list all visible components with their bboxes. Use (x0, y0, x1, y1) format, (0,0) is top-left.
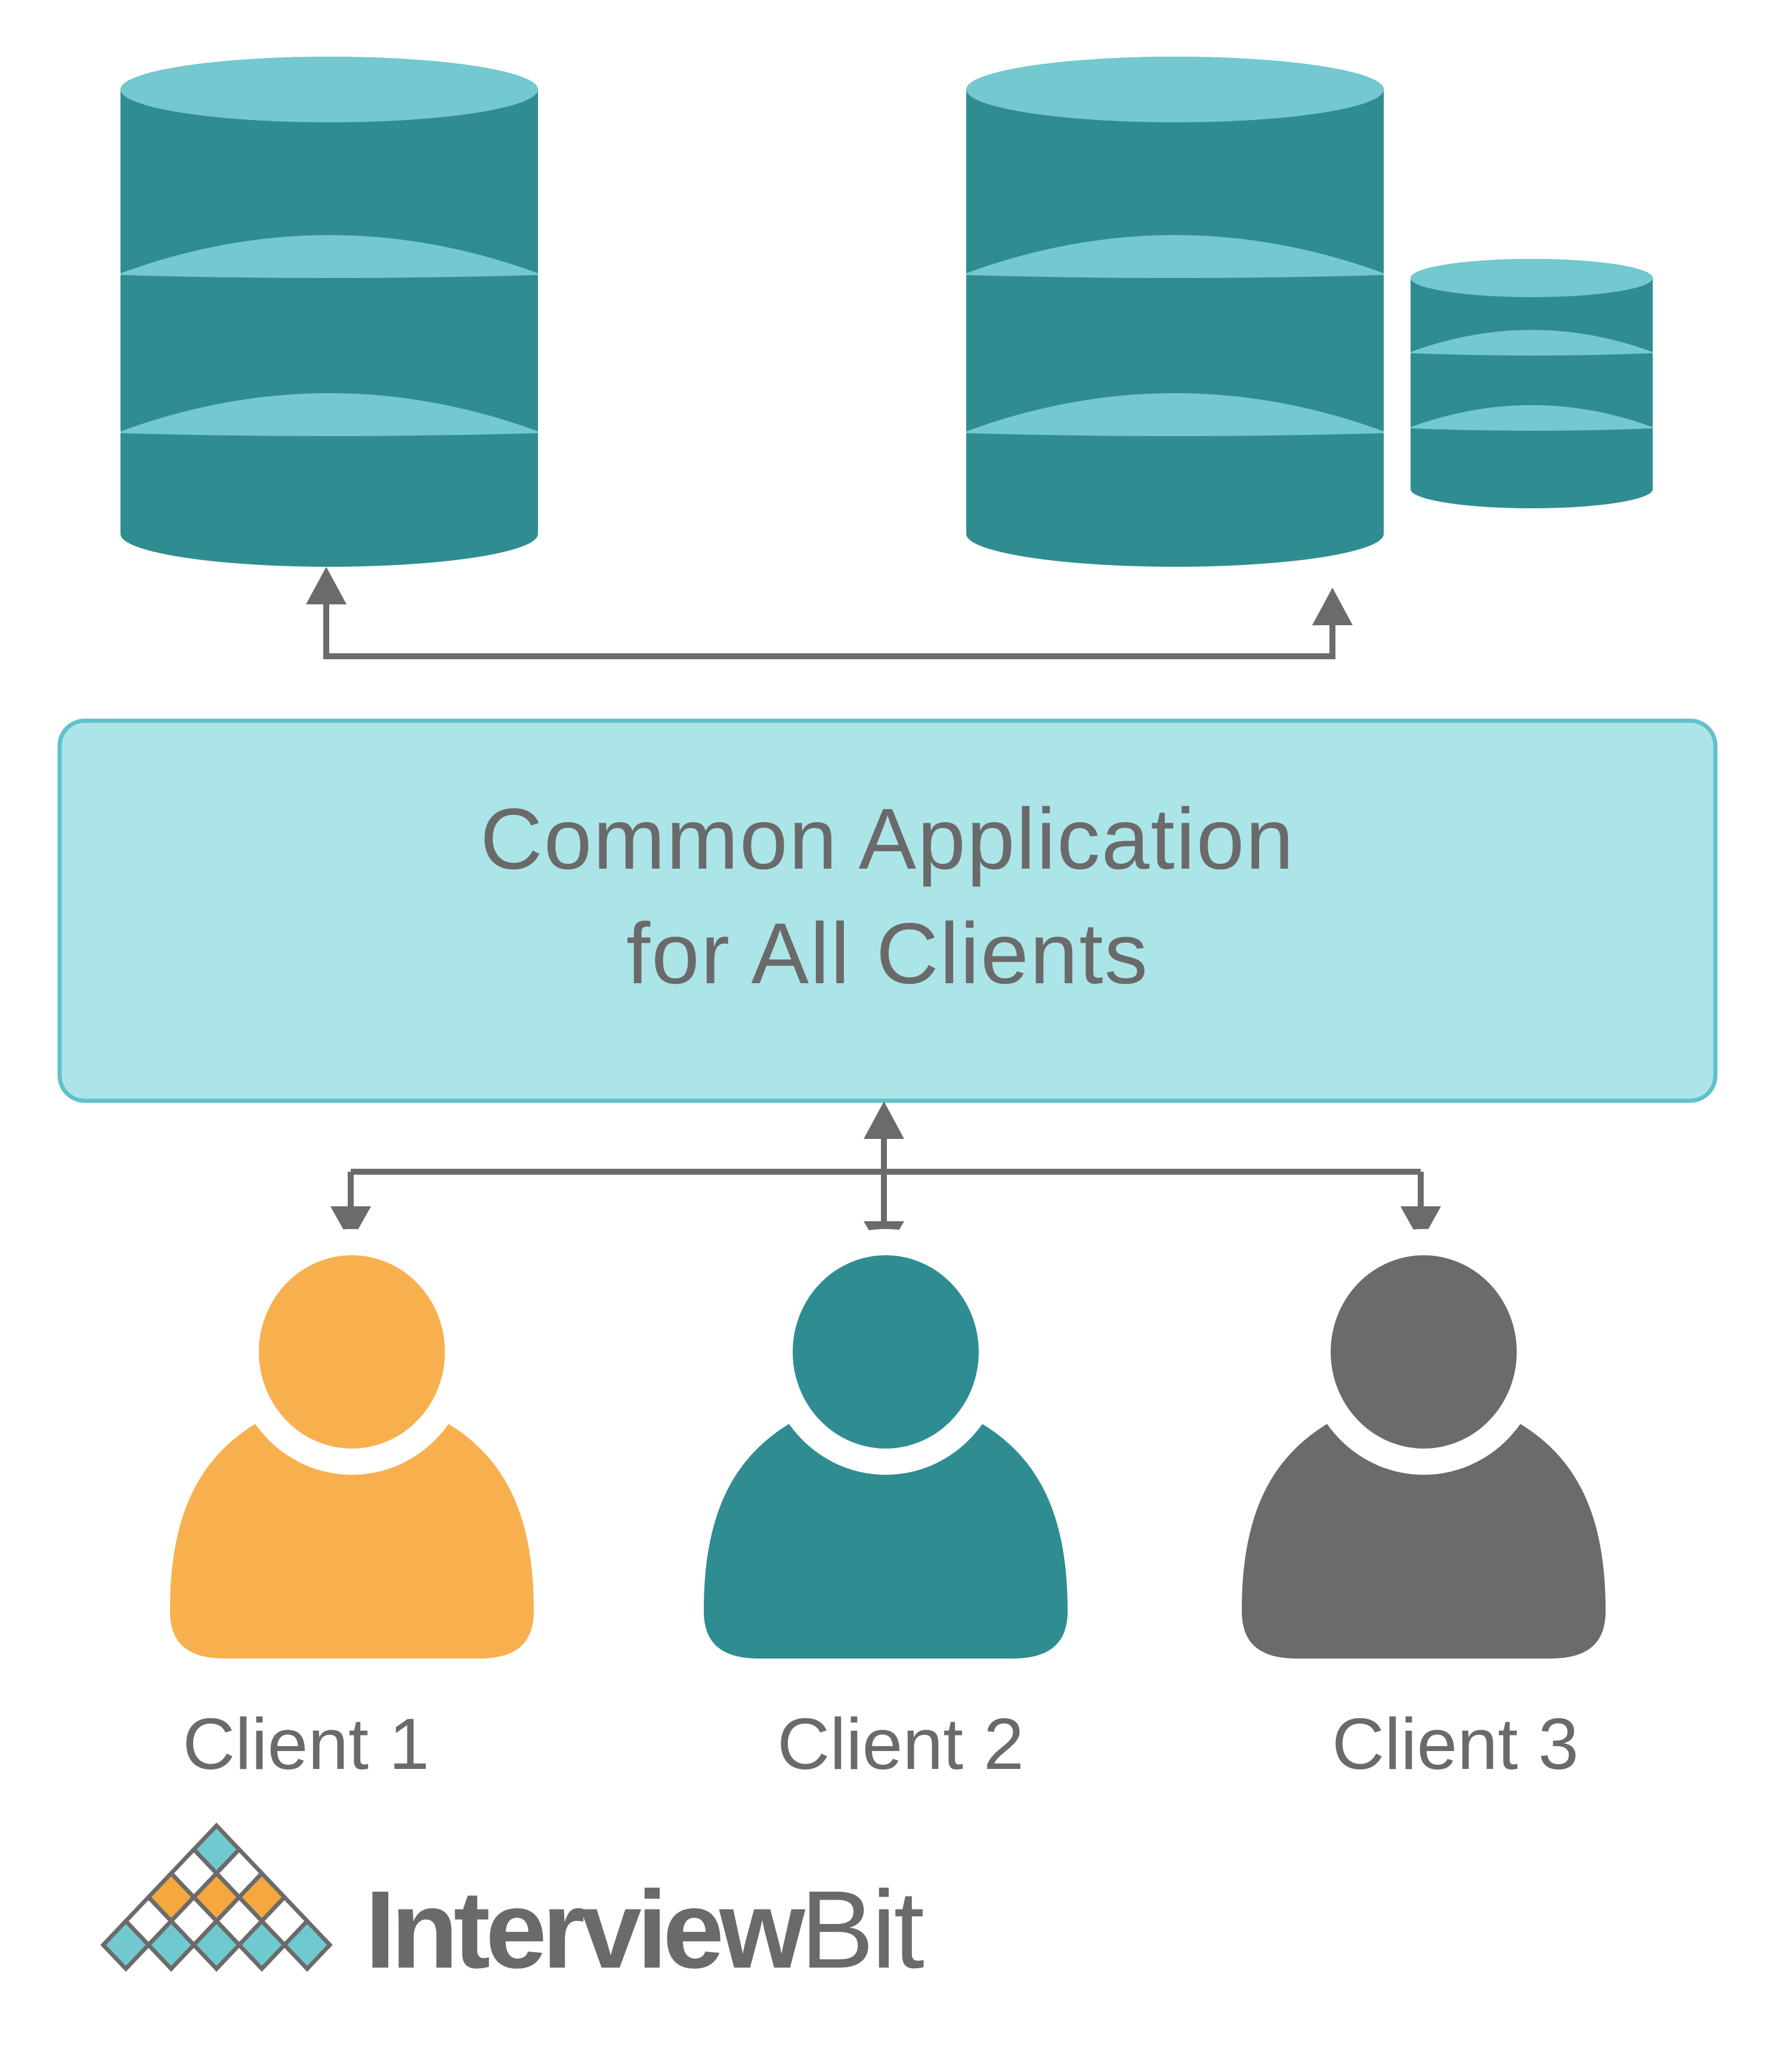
client-3-label: Client 3 (1332, 1703, 1579, 1784)
logo-wordmark: InterviewBit (365, 1869, 924, 1991)
arrowhead-up-icon (864, 1101, 904, 1139)
client-3-person-icon (1242, 1229, 1606, 1659)
arrowhead-down-icon (1400, 1206, 1441, 1243)
logo-diamond (282, 1917, 333, 1972)
logo-diamond (236, 1917, 287, 1972)
client-1-label: Client 1 (183, 1703, 429, 1784)
logo-wordmark-secondary: Bit (800, 1869, 924, 1991)
logo-diamond (191, 1917, 242, 1972)
logo-triangle-icon (100, 1822, 333, 1972)
arrowhead-up-icon (1312, 588, 1353, 625)
database-icon-large-left (120, 57, 538, 567)
app-box: Common Application for All Clients (57, 718, 1718, 1103)
app-box-rect (57, 718, 1718, 1103)
arrowhead-down-icon (330, 1206, 371, 1243)
database-band (1411, 330, 1653, 356)
client-2-person-icon (704, 1229, 1068, 1659)
client-1-person-icon (170, 1229, 534, 1659)
database-icon-large-right (966, 57, 1384, 567)
logo-diamond (146, 1917, 197, 1972)
client-2-label: Client 2 (777, 1703, 1024, 1784)
arrowhead-up-icon (306, 567, 347, 604)
interviewbit-logo: InterviewBit (100, 1822, 926, 1991)
logo-diamond (100, 1917, 151, 1972)
database-body (1411, 259, 1653, 508)
app-box-label-line1: Common Application (480, 790, 1295, 887)
database-top-face (1411, 259, 1653, 297)
connector-line (323, 604, 1335, 659)
db-connector-arrow (306, 567, 1353, 659)
app-box-label-line2: for All Clients (626, 905, 1149, 1002)
database-band (1411, 405, 1653, 431)
database-icon-small (1411, 259, 1653, 508)
logo-wordmark-primary: Interview (365, 1869, 806, 1991)
